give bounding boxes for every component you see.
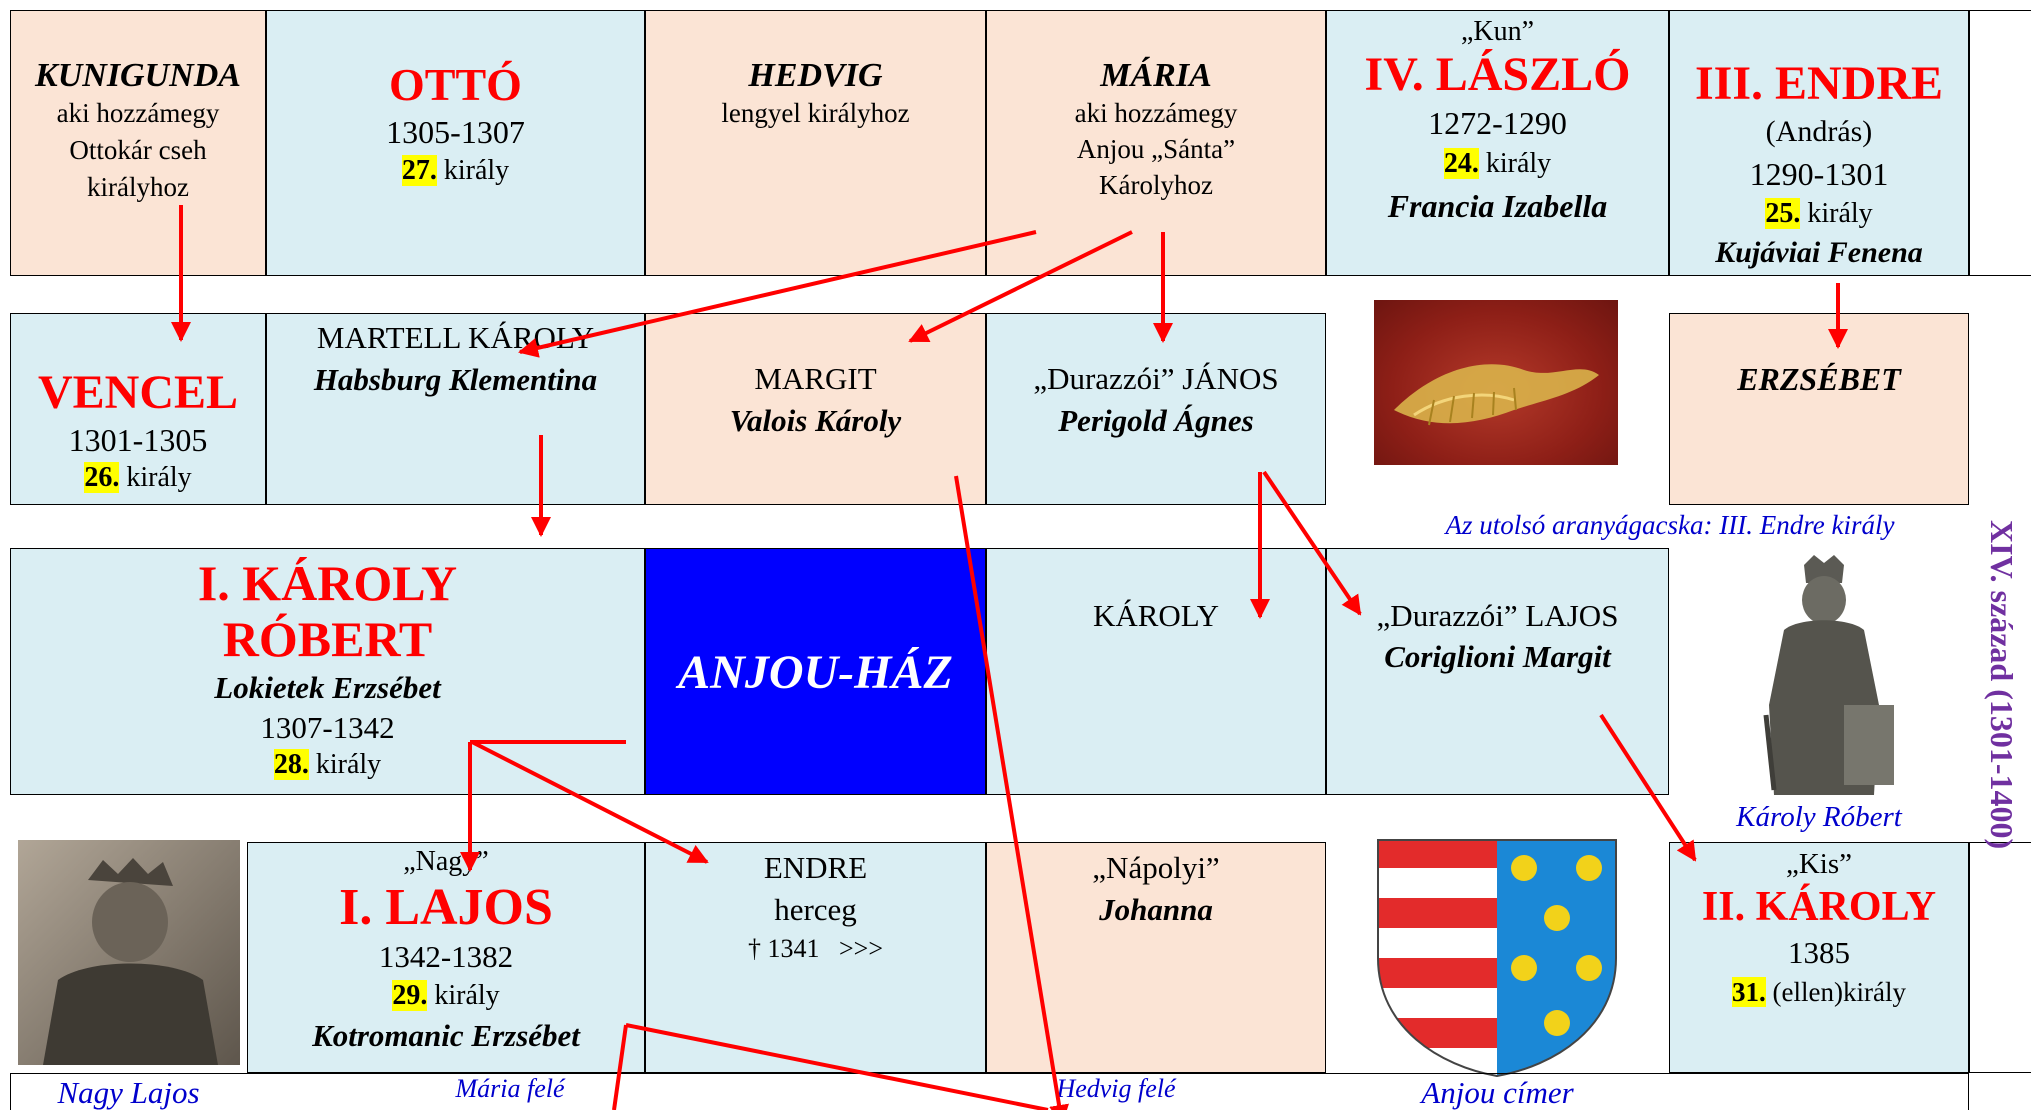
kunigunda-name: KUNIGUNDA bbox=[35, 57, 241, 94]
endre3-alt: (András) bbox=[1765, 115, 1873, 148]
margit-cell: MARGIT Valois Károly bbox=[645, 313, 986, 505]
king-number: 29. bbox=[392, 980, 428, 1011]
nagy-lajos-caption: Nagy Lajos bbox=[57, 1075, 200, 1110]
row4-end-cell bbox=[1969, 842, 2031, 1073]
endre3-cell: III. ENDRE (András) 1290-1301 25. király… bbox=[1669, 10, 1969, 276]
durazzoi-janos-cell: „Durazzói” JÁNOS Perigold Ágnes bbox=[986, 313, 1326, 505]
karoly2-years: 1385 bbox=[1788, 935, 1850, 970]
hedvig-line: lengyel királyhoz bbox=[721, 98, 910, 128]
endre-herceg-title: herceg bbox=[774, 892, 857, 927]
kunigunda-cell: KUNIGUNDA aki hozzámegy Ottokár cseh kir… bbox=[10, 10, 266, 276]
lajos-name: I. LAJOS bbox=[339, 879, 553, 936]
vencel-cell: VENCEL 1301-1305 26. király bbox=[10, 313, 266, 505]
laszlo-name: IV. LÁSZLÓ bbox=[1364, 48, 1631, 101]
king-rank: (ellen)király bbox=[1772, 977, 1906, 1007]
maria-line: Anjou „Sánta” bbox=[1076, 134, 1236, 164]
king-number: 28. bbox=[273, 749, 309, 780]
johanna-cell: „Nápolyi” Johanna bbox=[986, 842, 1326, 1073]
karoly2-cell: „Kis” II. KÁROLY 1385 31. (ellen)király bbox=[1669, 842, 1969, 1073]
king-rank: király bbox=[434, 980, 500, 1011]
king-rank: király bbox=[1485, 148, 1552, 179]
martell-name: MARTELL KÁROLY bbox=[316, 320, 595, 355]
otto-cell: OTTÓ 1305-1307 27. király bbox=[266, 10, 645, 276]
endre-herceg-cell: ENDRE herceg † 1341 >>> bbox=[645, 842, 986, 1073]
margit-spouse: Valois Károly bbox=[729, 403, 902, 438]
hedvig-cell: HEDVIG lengyel királyhoz bbox=[645, 10, 986, 276]
maria-name: MÁRIA bbox=[1100, 57, 1212, 94]
laszlo-spouse: Francia Izabella bbox=[1387, 188, 1608, 224]
king-rank: király bbox=[315, 749, 382, 780]
durazzoi-lajos-name: „Durazzói” LAJOS bbox=[1376, 598, 1619, 633]
king-rank: király bbox=[443, 155, 510, 186]
maria-line: Károlyhoz bbox=[1099, 170, 1213, 200]
anjou-cimer-caption: Anjou címer bbox=[1421, 1075, 1574, 1110]
king-number: 31. bbox=[1732, 977, 1766, 1007]
king-number: 27. bbox=[401, 155, 437, 186]
side-title: XIV. század (1301-1400) bbox=[1984, 520, 2020, 850]
endre3-spouse: Kujáviai Fenena bbox=[1715, 236, 1923, 269]
karoly2-nick: „Kis” bbox=[1785, 848, 1853, 880]
endre3-name: III. ENDRE bbox=[1694, 57, 1944, 110]
golden-branch-caption: Az utolsó aranyágacska: III. Endre királ… bbox=[1445, 510, 1895, 540]
karoly-cell: KÁROLY bbox=[986, 548, 1326, 795]
hedvig-name: HEDVIG bbox=[748, 57, 883, 94]
vencel-name: VENCEL bbox=[37, 366, 239, 419]
durazzoi-janos-spouse: Perigold Ágnes bbox=[1058, 403, 1254, 438]
karoly-name: KÁROLY bbox=[1092, 598, 1220, 633]
laszlo-years: 1272-1290 bbox=[1428, 105, 1567, 141]
king-rank: király bbox=[1807, 198, 1873, 229]
vencel-years: 1301-1305 bbox=[68, 422, 208, 458]
endre3-years: 1290-1301 bbox=[1749, 156, 1889, 192]
otto-name: OTTÓ bbox=[389, 59, 522, 110]
row1-end-cell bbox=[1969, 10, 2031, 276]
kunigunda-line: aki hozzámegy bbox=[56, 98, 220, 128]
kunigunda-line: Ottokár cseh bbox=[69, 135, 207, 165]
otto-years: 1305-1307 bbox=[386, 114, 525, 150]
karoly-robert-name: I. KÁROLY bbox=[197, 555, 458, 611]
maria-line: aki hozzámegy bbox=[1074, 98, 1238, 128]
lajos-nick: „Nagy” bbox=[403, 846, 489, 877]
lajos-cell: „Nagy” I. LAJOS 1342-1382 29. király Kot… bbox=[247, 842, 645, 1073]
maria-cell: MÁRIA aki hozzámegy Anjou „Sánta” Károly… bbox=[986, 10, 1326, 276]
king-number: 24. bbox=[1443, 148, 1479, 179]
johanna-nick: „Nápolyi” bbox=[1092, 850, 1220, 885]
martell-cell: MARTELL KÁROLY Habsburg Klementina bbox=[266, 313, 645, 505]
karoly-robert-name: RÓBERT bbox=[222, 611, 433, 667]
martell-spouse: Habsburg Klementina bbox=[313, 362, 598, 397]
hedvig-fele-caption: Hedvig felé bbox=[1056, 1074, 1176, 1103]
karoly-robert-spouse: Lokietek Erzsébet bbox=[214, 670, 441, 705]
durazzoi-lajos-cell: „Durazzói” LAJOS Coriglioni Margit bbox=[1326, 548, 1669, 795]
kunigunda-line: királyhoz bbox=[87, 172, 189, 202]
king-rank: király bbox=[126, 462, 192, 493]
durazzoi-lajos-spouse: Coriglioni Margit bbox=[1384, 639, 1611, 674]
king-number: 25. bbox=[1765, 198, 1801, 229]
karoly-robert-cell: I. KÁROLY RÓBERT Lokietek Erzsébet 1307-… bbox=[10, 548, 645, 795]
karoly-robert-years: 1307-1342 bbox=[260, 710, 395, 745]
karoly-robert-caption: Károly Róbert bbox=[1736, 801, 1902, 833]
margit-name: MARGIT bbox=[754, 361, 877, 396]
laszlo-nick: „Kun” bbox=[1460, 16, 1535, 47]
king-number: 26. bbox=[84, 462, 120, 493]
karoly-robert-statue-image bbox=[1744, 555, 1904, 795]
karoly2-name: II. KÁROLY bbox=[1701, 884, 1937, 930]
erzsebet-cell: ERZSÉBET bbox=[1669, 313, 1969, 505]
nagy-lajos-statue-image bbox=[18, 840, 240, 1065]
anjou-coat-of-arms bbox=[1374, 838, 1620, 1078]
erzsebet-name: ERZSÉBET bbox=[1737, 361, 1901, 397]
johanna-name: Johanna bbox=[1099, 892, 1213, 927]
anjou-haz-cell: ANJOU-HÁZ bbox=[645, 548, 986, 795]
lajos-years: 1342-1382 bbox=[378, 939, 514, 974]
maria-fele-caption: Mária felé bbox=[455, 1074, 565, 1103]
laszlo-cell: „Kun” IV. LÁSZLÓ 1272-1290 24. király Fr… bbox=[1326, 10, 1669, 276]
lajos-spouse: Kotromanic Erzsébet bbox=[312, 1018, 580, 1053]
durazzoi-janos-name: „Durazzói” JÁNOS bbox=[1033, 361, 1279, 396]
golden-branch-image bbox=[1374, 300, 1618, 465]
endre-herceg-name: ENDRE bbox=[763, 850, 868, 885]
endre-herceg-death: † 1341 >>> bbox=[748, 934, 883, 963]
anjou-haz-title: ANJOU-HÁZ bbox=[678, 646, 953, 699]
